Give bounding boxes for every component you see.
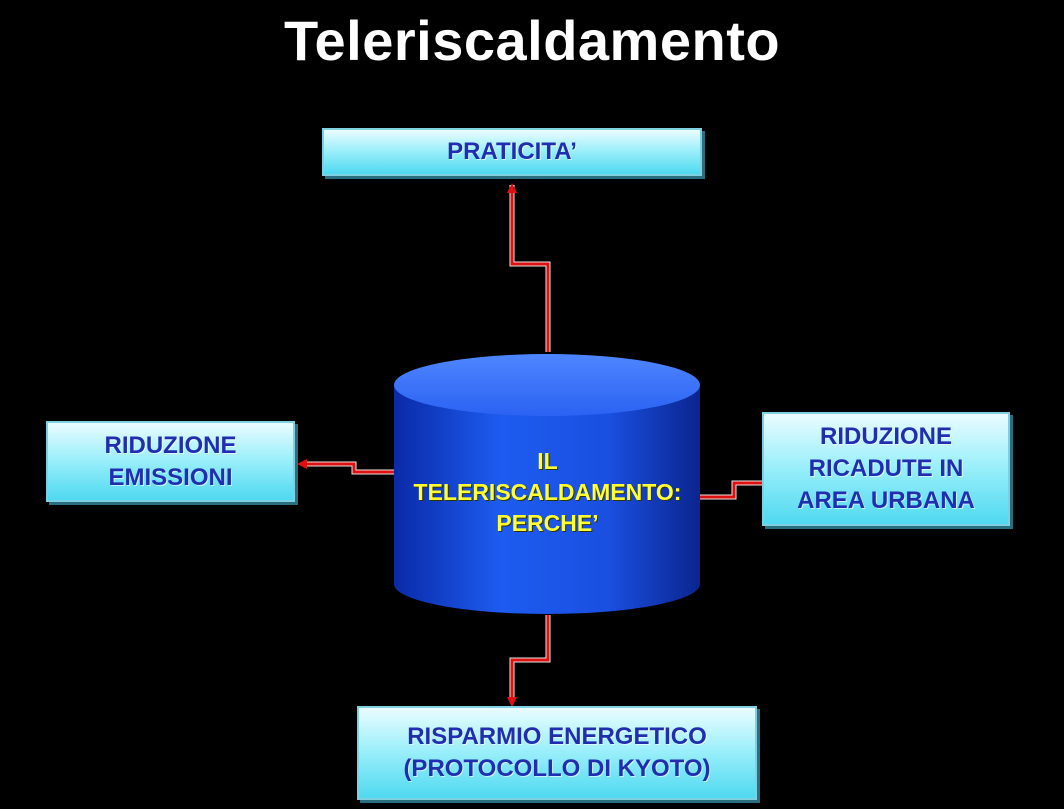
page-title: Teleriscaldamento [283, 9, 781, 72]
box-label: RIDUZIONE [820, 423, 952, 450]
box-label: RIDUZIONE [104, 431, 237, 459]
box-risparmio-energetico: RISPARMIO ENERGETICO (PROTOCOLLO DI KYOT… [357, 706, 757, 800]
box-label: PRATICITA’ [447, 138, 577, 165]
center-label-line: TELERISCALDAMENTO: [413, 479, 682, 505]
box-label: RISPARMIO ENERGETICO [407, 723, 707, 750]
box-praticita: PRATICITA’ [322, 128, 702, 176]
arrow-to-bottom [507, 615, 550, 707]
center-cylinder [394, 354, 700, 614]
center-label-line: PERCHE’ [496, 510, 599, 536]
arrow-to-right [700, 478, 775, 499]
box-label: (PROTOCOLLO DI KYOTO) [403, 755, 711, 782]
center-label-line: IL [537, 448, 558, 474]
box-label: AREA URBANA [797, 487, 975, 514]
box-label: RICADUTE IN [808, 455, 964, 482]
box-riduzione-emissioni: RIDUZIONE EMISSIONI [46, 421, 295, 502]
box-riduzione-ricadute: RIDUZIONE RICADUTE IN AREA URBANA [762, 412, 1010, 526]
arrow-to-left [297, 459, 395, 474]
arrow-to-top [507, 183, 550, 352]
center-label: IL TELERISCALDAMENTO: PERCHE’ [395, 446, 700, 539]
box-label: EMISSIONI [108, 463, 233, 491]
